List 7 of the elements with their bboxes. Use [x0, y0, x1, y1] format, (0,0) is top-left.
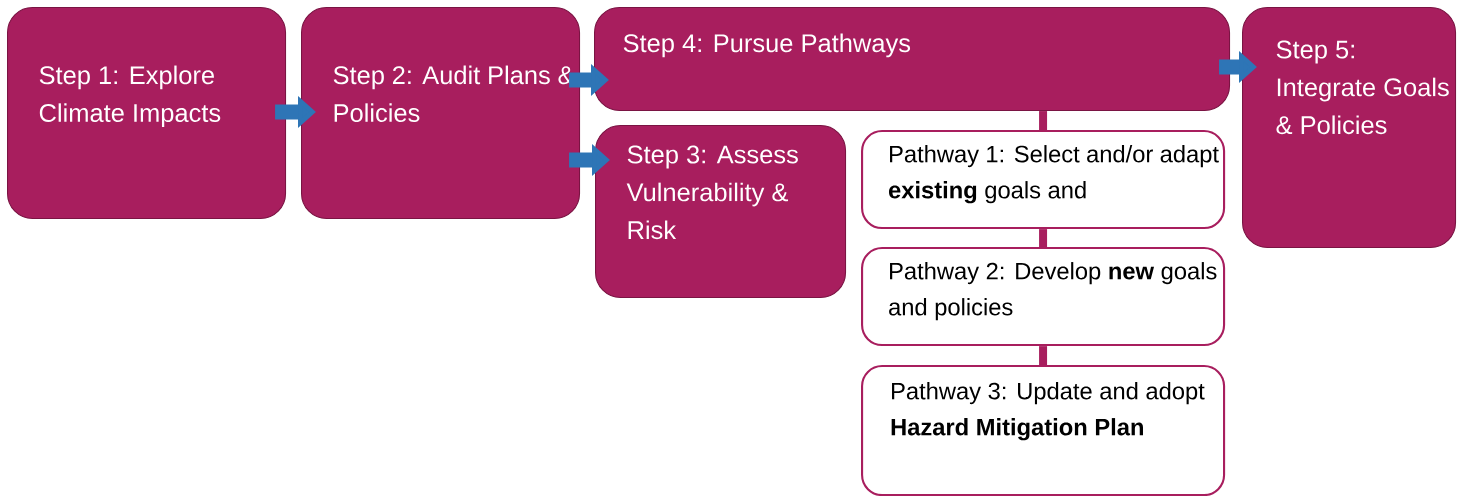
pathway-box: Pathway 3: Update and adopt Hazard Mitigation Plan — [861, 365, 1226, 496]
step-box: Step 4: Pursue Pathways — [594, 7, 1231, 112]
step-box: Step 5: Integrate Goals & Policies — [1242, 7, 1457, 249]
pathway-box: Pathway 1: Select and/or adapt existing goals and — [861, 130, 1226, 230]
step-box: Step 3: Assess Vulnerability & Risk — [595, 125, 847, 299]
step-box: Step 1: Explore Climate Impacts — [7, 7, 287, 220]
pathway-box: Pathway 2: Develop new goals and policies — [861, 247, 1226, 347]
